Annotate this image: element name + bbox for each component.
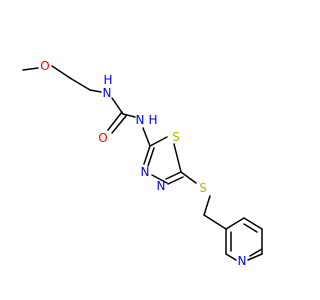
bond-py-c4-c5 xyxy=(243,217,263,230)
bond-ch2-ch2 xyxy=(69,77,91,91)
bond-s-ch2 xyxy=(203,195,211,216)
atom-n-pyridine: N xyxy=(238,254,247,268)
bond-methyl-o xyxy=(22,67,39,71)
bond-n-carbonyl-c xyxy=(111,97,124,115)
bond-n-ring-c xyxy=(142,127,151,147)
bond-s-c-ring xyxy=(173,143,182,173)
bond-c-n-ring-double-a xyxy=(143,145,151,165)
atom-n-urea-1: N xyxy=(103,86,112,100)
bond-py-c5-c1 xyxy=(225,217,245,230)
atom-n-thiadiazole-1: N xyxy=(141,165,150,179)
atom-h-urea-2: H xyxy=(148,113,157,127)
bond-carbonyl-c-n xyxy=(122,113,136,118)
bond-o-ch2 xyxy=(51,65,71,79)
bond-n-n-ring xyxy=(151,174,168,184)
atom-s-thiadiazole: S xyxy=(172,130,180,144)
bond-c-o-double-1 xyxy=(107,111,123,131)
bond-c-o-double-2 xyxy=(111,115,127,134)
bond-c-s-ring xyxy=(149,136,168,147)
bond-n-c-ring-double-a xyxy=(165,171,182,180)
bond-ch2-pyridine xyxy=(203,214,227,230)
atom-n-thiadiazole-2: N xyxy=(157,179,166,193)
bond-layer xyxy=(22,65,263,261)
bond-py-c2-n xyxy=(225,253,237,261)
atom-h-urea-1: H xyxy=(103,73,112,87)
bond-py-n-c3 xyxy=(247,253,263,261)
bond-py-n-c3-inner xyxy=(249,248,263,257)
atom-n-urea-2: N xyxy=(136,113,145,127)
atom-o-carbonyl: O xyxy=(98,131,107,145)
bond-c-n-ring-double-b xyxy=(147,147,155,167)
bond-py-c4-c5-inner xyxy=(243,223,258,233)
bond-ch2-n xyxy=(89,89,102,93)
bond-c-s-thioether xyxy=(180,171,197,184)
atom-o-methoxy: O xyxy=(40,59,49,73)
bond-n-c-ring-double-b xyxy=(167,176,184,185)
atom-s-thioether: S xyxy=(199,181,207,195)
